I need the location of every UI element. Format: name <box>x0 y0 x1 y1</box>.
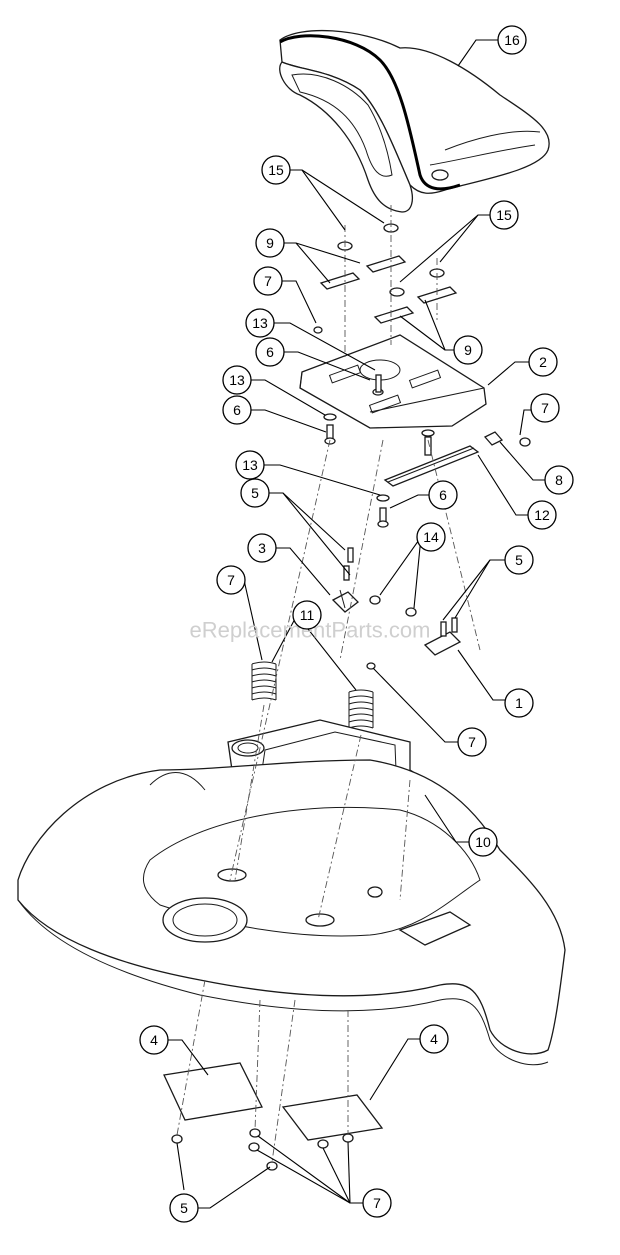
callout-label: 7 <box>264 273 272 289</box>
callout-4: 4 <box>419 1024 449 1054</box>
callout-label: 11 <box>300 607 315 623</box>
seat-pan-part-2 <box>299 334 487 437</box>
callout-label: 2 <box>539 354 547 370</box>
callout-label: 7 <box>541 400 549 416</box>
callout-label: 15 <box>496 207 512 223</box>
callout-label: 8 <box>555 472 563 488</box>
callout-3: 3 <box>247 533 277 563</box>
callout-label: 7 <box>227 572 235 588</box>
callout-2: 2 <box>528 347 558 377</box>
callout-label: 4 <box>150 1032 158 1048</box>
callout-5: 5 <box>169 1193 199 1223</box>
callout-label: 13 <box>242 457 258 473</box>
callout-7: 7 <box>253 266 283 296</box>
plates-part-4 <box>163 1062 384 1141</box>
seat-pads-part-9 <box>319 255 458 324</box>
callout-11: 11 <box>292 600 322 630</box>
callout-7: 7 <box>362 1188 392 1218</box>
callout-label: 7 <box>373 1195 381 1211</box>
callout-label: 6 <box>233 402 241 418</box>
callout-9: 9 <box>255 228 285 258</box>
callout-1: 1 <box>504 688 534 718</box>
callout-7: 7 <box>457 727 487 757</box>
callout-6: 6 <box>428 480 458 510</box>
callout-15: 15 <box>489 200 519 230</box>
callout-16: 16 <box>497 25 527 55</box>
callout-4: 4 <box>139 1025 169 1055</box>
callout-13: 13 <box>245 308 275 338</box>
callout-label: 13 <box>252 315 268 331</box>
callout-label: 16 <box>504 32 520 48</box>
callout-label: 6 <box>266 344 274 360</box>
springs-part-11 <box>251 661 376 729</box>
callout-5: 5 <box>504 545 534 575</box>
callout-10: 10 <box>468 827 498 857</box>
callout-label: 12 <box>534 507 550 523</box>
callout-label: 9 <box>464 342 472 358</box>
callout-14: 14 <box>416 522 446 552</box>
callout-label: 7 <box>468 734 476 750</box>
callout-6: 6 <box>222 395 252 425</box>
hinge-bracket-part-3 <box>331 589 359 613</box>
alignment-lines <box>176 205 481 1163</box>
callout-15: 15 <box>261 155 291 185</box>
callout-label: 10 <box>475 834 491 850</box>
callout-label: 5 <box>251 485 259 501</box>
slide-rail-part-12 <box>383 445 480 487</box>
callout-label: 6 <box>439 487 447 503</box>
callout-8: 8 <box>544 465 574 495</box>
callout-label: 14 <box>423 529 439 545</box>
clip-part-8 <box>483 431 531 447</box>
callout-7: 7 <box>216 565 246 595</box>
callout-label: 15 <box>268 162 284 178</box>
callout-label: 5 <box>180 1200 188 1216</box>
callout-label: 4 <box>430 1031 438 1047</box>
fender-body <box>17 759 566 1066</box>
callout-label: 9 <box>266 235 274 251</box>
callout-5: 5 <box>240 478 270 508</box>
callout-9: 9 <box>453 335 483 365</box>
pins-part-14 <box>369 595 417 617</box>
callout-13: 13 <box>222 365 252 395</box>
callout-6: 6 <box>255 337 285 367</box>
callout-label: 13 <box>229 372 245 388</box>
callout-label: 3 <box>258 540 266 556</box>
callout-7: 7 <box>530 393 560 423</box>
callout-13: 13 <box>235 450 265 480</box>
callout-label: 1 <box>515 695 523 711</box>
seat-part-16 <box>279 29 550 213</box>
callout-label: 5 <box>515 552 523 568</box>
callout-12: 12 <box>527 500 557 530</box>
bolts-and-washers <box>313 326 432 528</box>
